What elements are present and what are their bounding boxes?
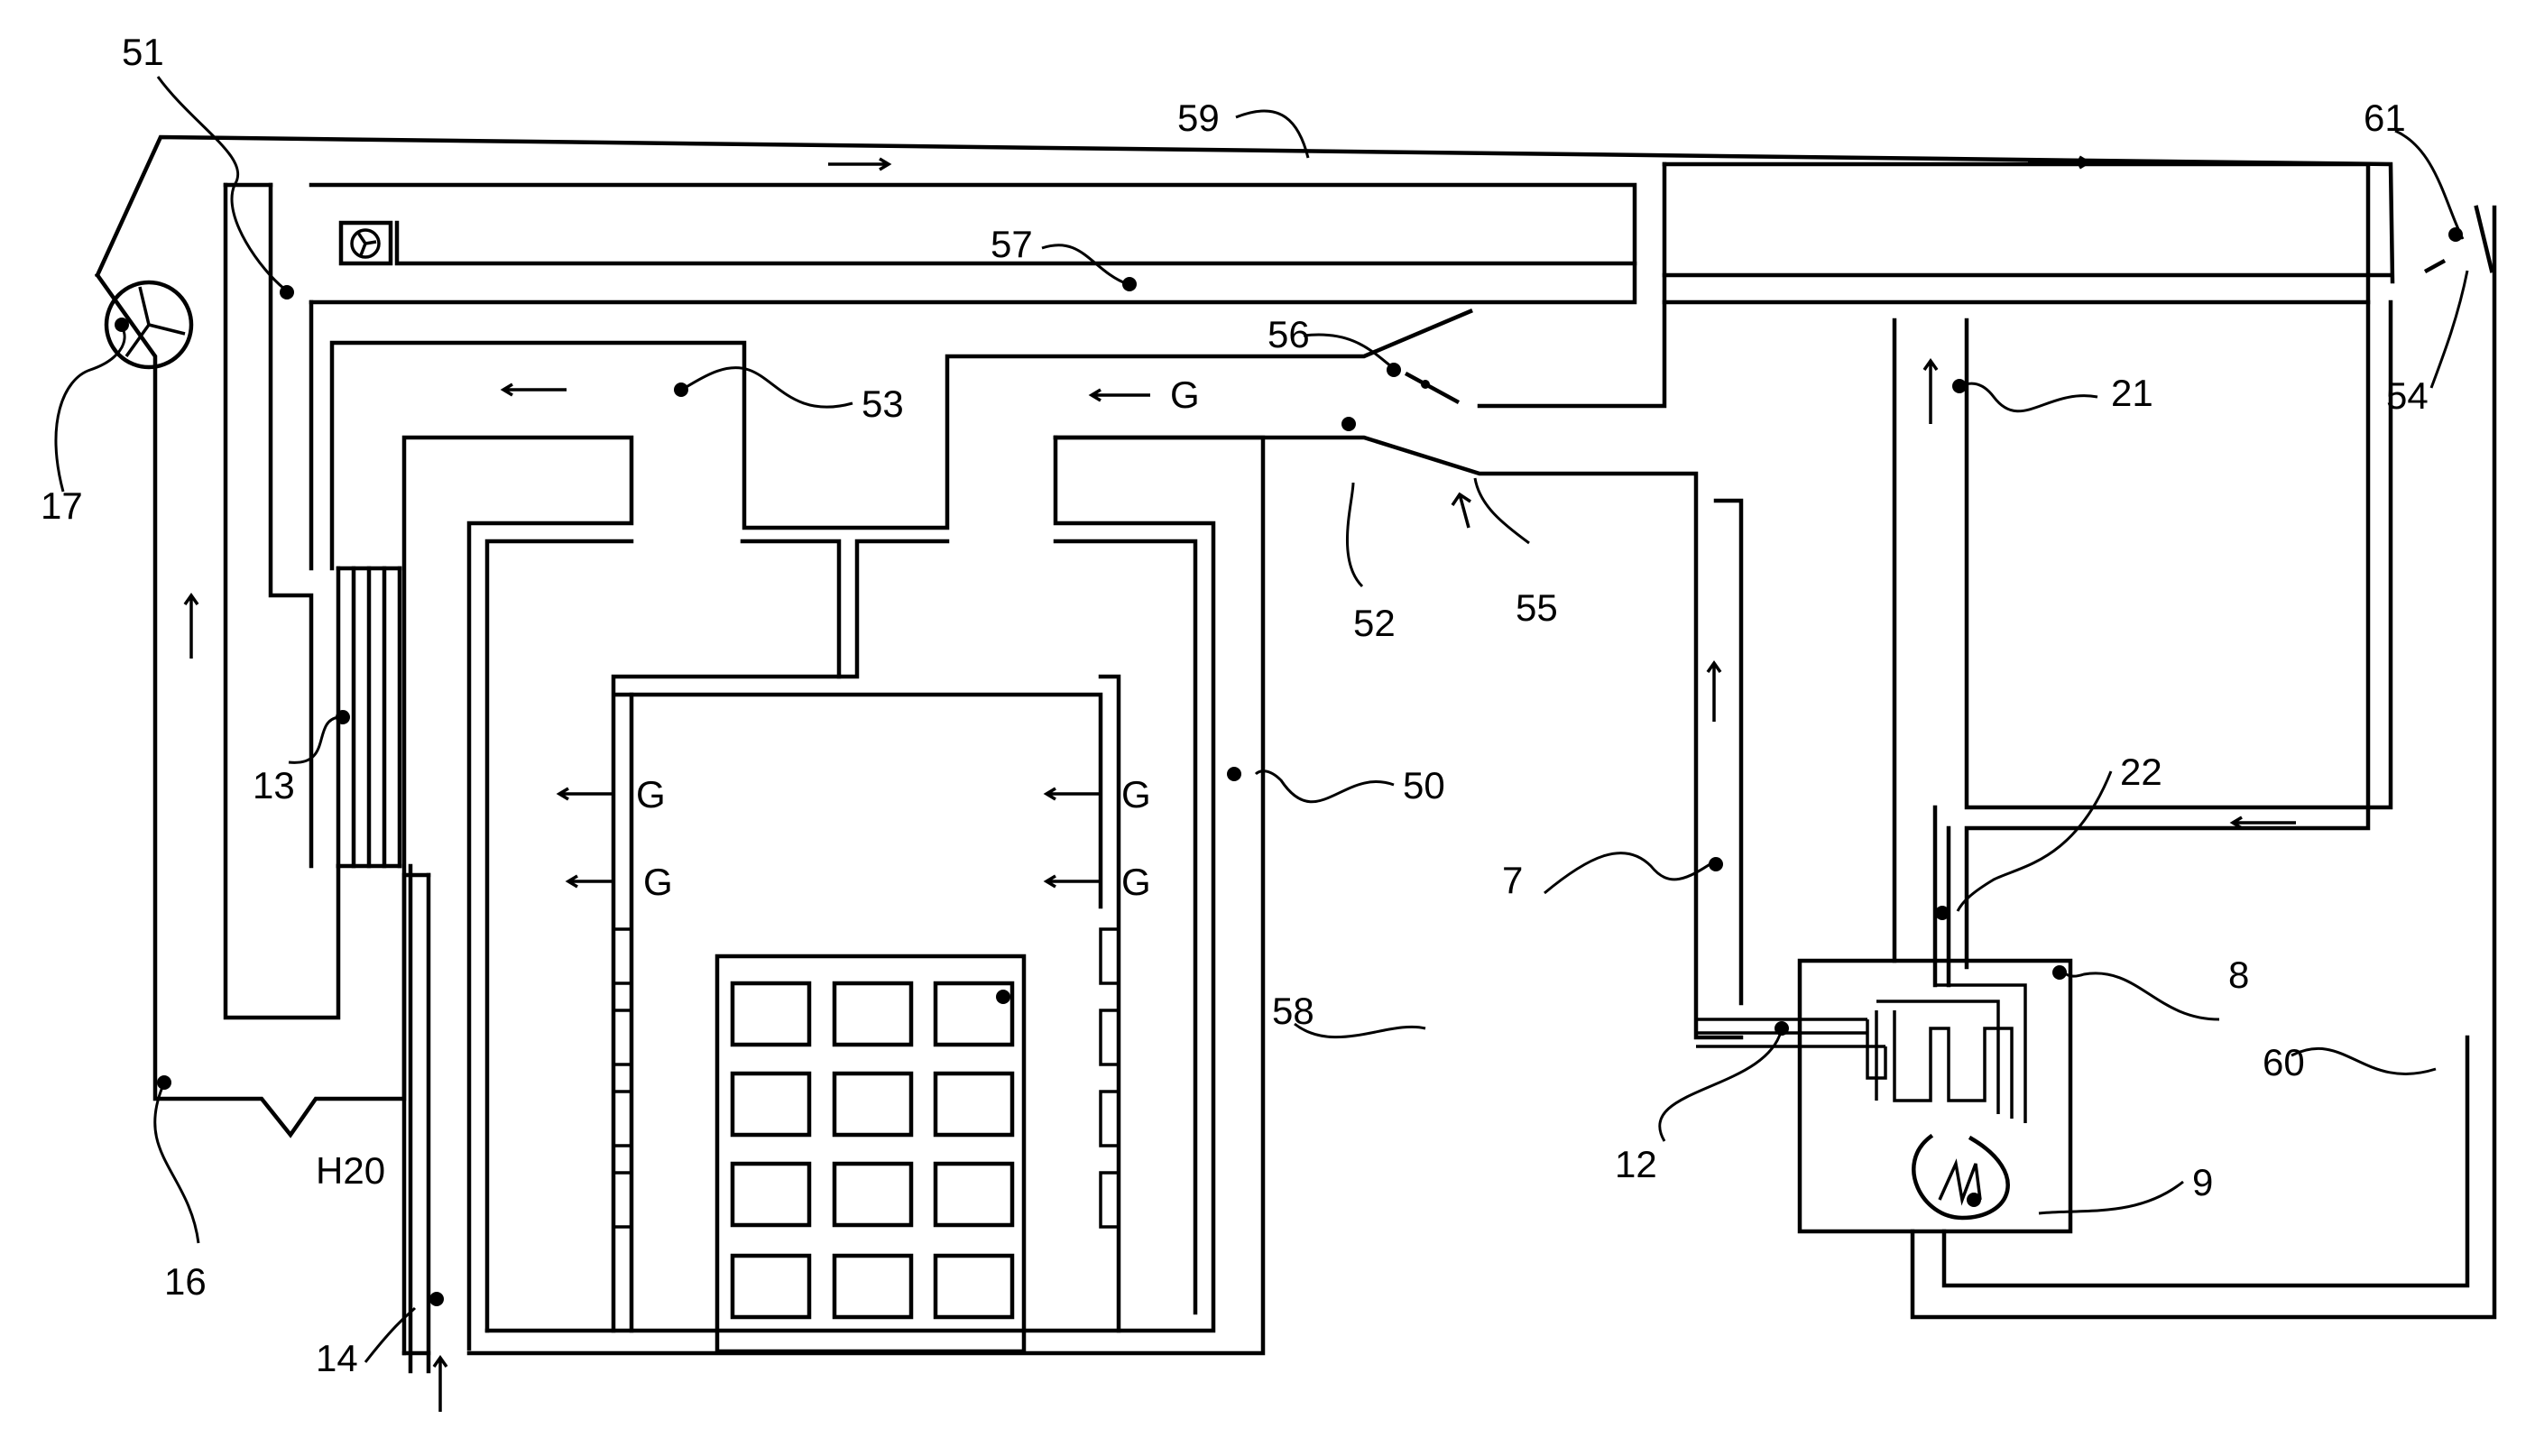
label-53: 53 (862, 382, 904, 425)
gas-arrow (559, 788, 613, 799)
label-52: 52 (1353, 602, 1396, 644)
heat-exchanger-12 (1696, 985, 2025, 1123)
product-rack-58 (717, 956, 1024, 1351)
label-56: 56 (1268, 313, 1310, 355)
label-water: H20 (316, 1149, 385, 1192)
flow-arrow (1452, 494, 1470, 528)
duct-57 (311, 185, 1635, 568)
flow-arrow (1708, 663, 1720, 722)
gas-label: G (636, 773, 666, 816)
damper-56 (1407, 374, 1457, 401)
flow-arrow (828, 159, 889, 170)
combustor-section (1696, 207, 2494, 1317)
label-7: 7 (1502, 859, 1523, 901)
label-57: 57 (991, 223, 1033, 265)
gas-label: G (1170, 373, 1200, 416)
label-21: 21 (2111, 372, 2153, 414)
flow-arrow (185, 595, 198, 659)
label-9: 9 (2192, 1161, 2213, 1203)
label-13: 13 (253, 764, 295, 806)
gas-arrow (568, 876, 613, 887)
flow-arrow (1924, 361, 1937, 424)
duct-52 (1055, 164, 2391, 1037)
flow-arrow (503, 384, 567, 395)
left-perforated-wall (613, 929, 631, 1227)
label-51: 51 (122, 31, 164, 73)
label-59: 59 (1177, 97, 1220, 139)
label-22: 22 (2120, 751, 2162, 793)
gas-arrow (1046, 876, 1101, 887)
label-14: 14 (316, 1337, 358, 1379)
label-16: 16 (164, 1260, 207, 1303)
top-duct (97, 137, 2492, 281)
label-55: 55 (1516, 586, 1558, 629)
gas-label: G (643, 861, 673, 903)
label-60: 60 (2263, 1041, 2305, 1083)
flow-arrow (1092, 390, 1150, 401)
label-54: 54 (2386, 374, 2429, 417)
label-61: 61 (2364, 97, 2406, 139)
flow-arrow (434, 1358, 447, 1412)
burner-flame-9 (1913, 1137, 2007, 1218)
gas-label: G (1121, 861, 1151, 903)
label-12: 12 (1615, 1143, 1657, 1185)
label-17: 17 (41, 484, 83, 527)
chamber-50: G G G G (404, 438, 1263, 1353)
label-8: 8 (2228, 954, 2249, 996)
gas-label: G (1121, 773, 1151, 816)
label-58: 58 (1272, 990, 1314, 1032)
label-50: 50 (1403, 764, 1445, 806)
gas-arrow (1046, 788, 1101, 799)
right-perforated-wall (1101, 929, 1119, 1227)
